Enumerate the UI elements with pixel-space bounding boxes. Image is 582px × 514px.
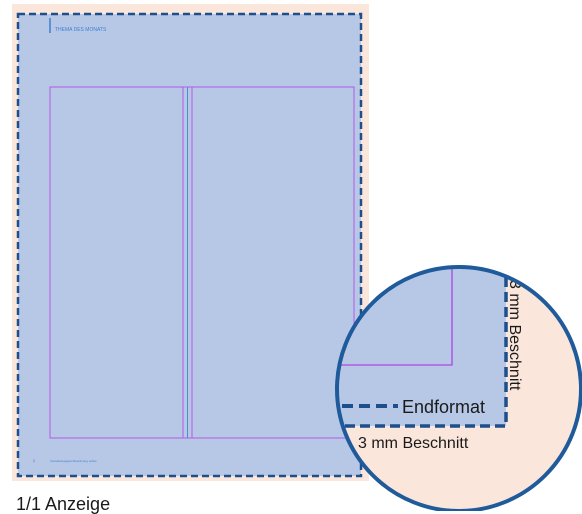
footer-page-number: 2 (33, 458, 36, 463)
bleed-label-bottom: 3 mm Beschnitt (358, 435, 469, 452)
zoom-callout: Endformat 3 mm Beschnitt 3 mm Beschnitt (335, 265, 582, 511)
lens-trim-line (337, 267, 508, 428)
legend-label: Endformat (402, 397, 485, 417)
footer-text: Verwaltungsgerichtsordnung online (50, 459, 97, 463)
lens-text-area-corner (337, 267, 453, 366)
text-area-frame (49, 86, 355, 439)
trim-line (16, 12, 363, 478)
page-trim-area (18, 14, 361, 476)
lens-ring (335, 265, 582, 511)
header-text: THEMA DES MONATS (55, 27, 107, 33)
diagram-caption: 1/1 Anzeige (16, 494, 111, 514)
bleed-label-right: 3 mm Beschnitt (506, 280, 523, 391)
column-guides (49, 86, 355, 439)
